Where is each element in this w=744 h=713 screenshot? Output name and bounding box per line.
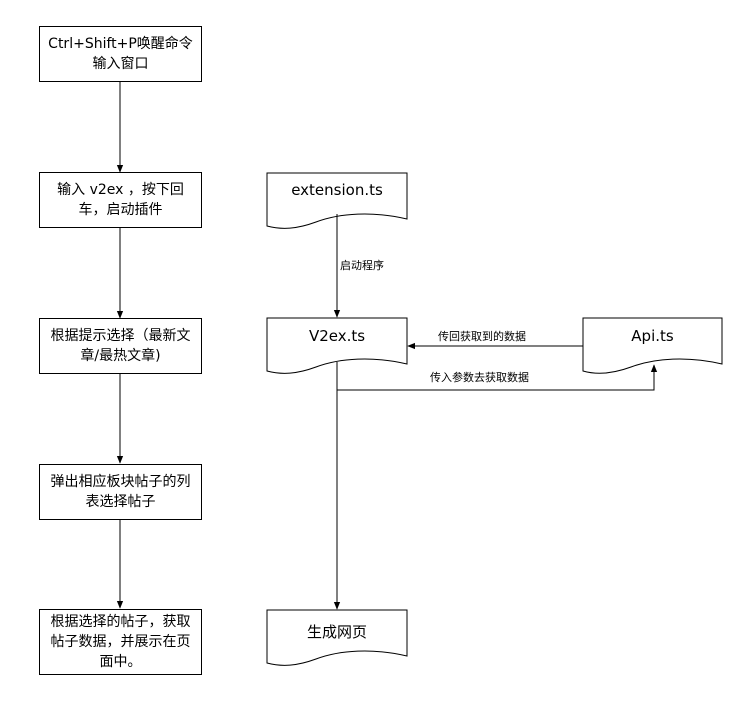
document-extension-label: extension.ts bbox=[291, 181, 383, 199]
document-page-label: 生成网页 bbox=[306, 623, 367, 641]
process-step-start-plugin: 输入 v2ex ，按下回车，启动插件 bbox=[39, 172, 202, 228]
process-step-select-post-text: 弹出相应板块帖子的列表选择帖子 bbox=[50, 474, 191, 510]
process-step-show-post-text: 根据选择的帖子，获取帖子数据，并展示在页面中。 bbox=[50, 614, 191, 670]
document-shape-extension bbox=[266, 172, 408, 229]
process-step-wake-command-text: Ctrl+Shift+P唤醒命令输入窗口 bbox=[48, 36, 193, 72]
document-v2ex-label: V2ex.ts bbox=[308, 327, 366, 345]
edge-label-send-params: 传入参数去获取数据 bbox=[430, 369, 529, 385]
process-step-start-plugin-text: 输入 v2ex ，按下回车，启动插件 bbox=[57, 182, 184, 218]
process-step-select-post: 弹出相应板块帖子的列表选择帖子 bbox=[39, 464, 202, 520]
process-step-wake-command: Ctrl+Shift+P唤醒命令输入窗口 bbox=[39, 26, 202, 82]
process-step-choose-category: 根据提示选择（最新文章/最热文章) bbox=[39, 318, 202, 374]
arrow-v2ex-to-api bbox=[337, 364, 658, 391]
process-step-show-post: 根据选择的帖子，获取帖子数据，并展示在页面中。 bbox=[39, 609, 202, 675]
document-shape-page bbox=[266, 609, 408, 666]
process-step-choose-category-text: 根据提示选择（最新文章/最热文章) bbox=[50, 328, 191, 364]
document-shape-v2ex bbox=[266, 317, 408, 374]
document-shape-api bbox=[582, 317, 723, 374]
edge-label-start: 启动程序 bbox=[340, 257, 384, 273]
edge-label-return-data: 传回获取到的数据 bbox=[438, 328, 526, 344]
document-api-label: Api.ts bbox=[631, 327, 674, 345]
